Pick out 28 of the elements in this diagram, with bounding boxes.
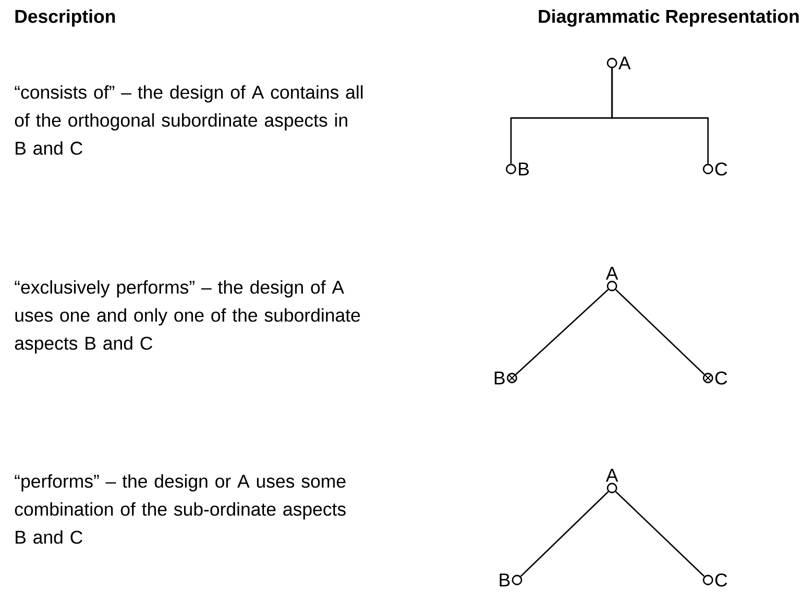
column-heading: Description: [15, 9, 115, 27]
circle-symbol: [512, 574, 522, 586]
connector-line: [515, 289, 609, 375]
connector-line: [611, 68, 709, 164]
node-label: A: [606, 468, 618, 482]
circle-symbol: [506, 164, 516, 174]
connector-line: [520, 491, 609, 577]
node-label: C: [715, 573, 728, 587]
circle-symbol: [606, 280, 618, 292]
description-text: “exclusively performs” – the design of A uses one and only one of the subordinate aspects B and C: [14, 280, 360, 354]
circle-symbol: [702, 574, 714, 586]
description-text: “performs” – the design or A uses some combination of the sub-ordinate aspects B and C: [14, 474, 346, 544]
crossed-circle-symbol: [506, 372, 518, 384]
circle-symbol: [606, 58, 618, 68]
node-label: A: [618, 56, 631, 70]
node-label: A: [606, 266, 618, 280]
circle-symbol: [606, 482, 618, 494]
description-text: “consists of” – the design of A contains all of the orthogonal subordinate aspects in B and C: [14, 85, 363, 155]
connector-line: [615, 491, 705, 577]
connector-line: [615, 289, 705, 375]
column-heading: Diagrammatic Representation: [538, 9, 799, 27]
node-label: B: [494, 372, 505, 384]
node-label: B: [518, 162, 529, 176]
node-label: C: [715, 371, 728, 385]
crossed-circle-symbol: [702, 372, 714, 384]
node-label: C: [715, 162, 728, 176]
circle-symbol: [702, 164, 714, 174]
node-label: B: [500, 574, 510, 586]
